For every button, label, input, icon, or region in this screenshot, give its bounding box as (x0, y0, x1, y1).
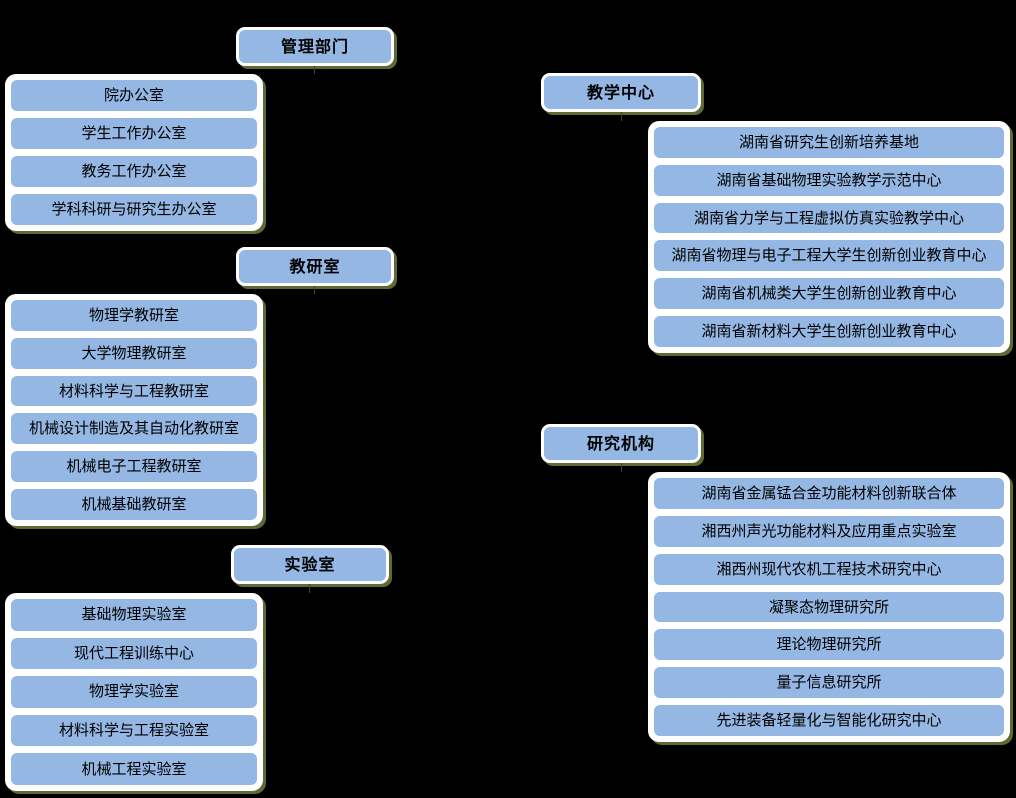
list-item[interactable]: 教务工作办公室 (9, 154, 259, 189)
list-item[interactable]: 先进装备轻量化与智能化研究中心 (652, 703, 1006, 739)
list-item[interactable]: 材料科学与工程实验室 (9, 712, 259, 749)
connector-admin (314, 66, 315, 74)
list-item[interactable]: 机械电子工程教研室 (9, 449, 259, 485)
list-item[interactable]: 湖南省研究生创新培养基地 (652, 125, 1006, 160)
item-group-teaching-office: 物理学教研室 大学物理教研室 材料科学与工程教研室 机械设计制造及其自动化教研室… (5, 294, 263, 526)
section-header-research[interactable]: 研究机构 (541, 424, 701, 463)
section-header-admin[interactable]: 管理部门 (236, 27, 394, 66)
list-item[interactable]: 基础物理实验室 (9, 597, 259, 633)
list-item[interactable]: 湖南省力学与工程虚拟仿真实验教学中心 (652, 200, 1006, 236)
list-item[interactable]: 机械基础教研室 (9, 487, 259, 522)
connector-research (621, 463, 622, 472)
list-item[interactable]: 现代工程训练中心 (9, 635, 259, 672)
list-item[interactable]: 湖南省新材料大学生创新创业教育中心 (652, 314, 1006, 349)
list-item[interactable]: 理论物理研究所 (652, 627, 1006, 663)
list-item[interactable]: 学生工作办公室 (9, 116, 259, 151)
section-header-teaching-center[interactable]: 教学中心 (541, 73, 701, 112)
connector-teaching-center (621, 112, 622, 121)
connector-lab (309, 584, 310, 593)
list-item[interactable]: 大学物理教研室 (9, 335, 259, 371)
item-group-research: 湖南省金属锰合金功能材料创新联合体 湘西州声光功能材料及应用重点实验室 湘西州现… (648, 472, 1010, 742)
list-item[interactable]: 机械设计制造及其自动化教研室 (9, 411, 259, 447)
list-item[interactable]: 学科科研与研究生办公室 (9, 192, 259, 227)
item-group-admin: 院办公室 学生工作办公室 教务工作办公室 学科科研与研究生办公室 (5, 74, 263, 231)
list-item[interactable]: 湘西州声光功能材料及应用重点实验室 (652, 513, 1006, 549)
list-item[interactable]: 凝聚态物理研究所 (652, 589, 1006, 625)
list-item[interactable]: 院办公室 (9, 78, 259, 113)
list-item[interactable]: 湖南省物理与电子工程大学生创新创业教育中心 (652, 238, 1006, 274)
list-item[interactable]: 量子信息研究所 (652, 665, 1006, 701)
item-group-lab: 基础物理实验室 现代工程训练中心 物理学实验室 材料科学与工程实验室 机械工程实… (5, 593, 263, 791)
list-item[interactable]: 湖南省机械类大学生创新创业教育中心 (652, 276, 1006, 312)
list-item[interactable]: 湘西州现代农机工程技术研究中心 (652, 551, 1006, 587)
item-group-teaching-center: 湖南省研究生创新培养基地 湖南省基础物理实验教学示范中心 湖南省力学与工程虚拟仿… (648, 121, 1010, 353)
section-header-lab[interactable]: 实验室 (231, 545, 389, 584)
list-item[interactable]: 物理学教研室 (9, 298, 259, 333)
section-header-teaching-office[interactable]: 教研室 (236, 247, 394, 286)
list-item[interactable]: 湖南省金属锰合金功能材料创新联合体 (652, 476, 1006, 511)
list-item[interactable]: 物理学实验室 (9, 674, 259, 710)
list-item[interactable]: 材料科学与工程教研室 (9, 373, 259, 409)
connector-teaching-office (314, 286, 315, 294)
list-item[interactable]: 机械工程实验室 (9, 751, 259, 787)
list-item[interactable]: 湖南省基础物理实验教学示范中心 (652, 162, 1006, 198)
